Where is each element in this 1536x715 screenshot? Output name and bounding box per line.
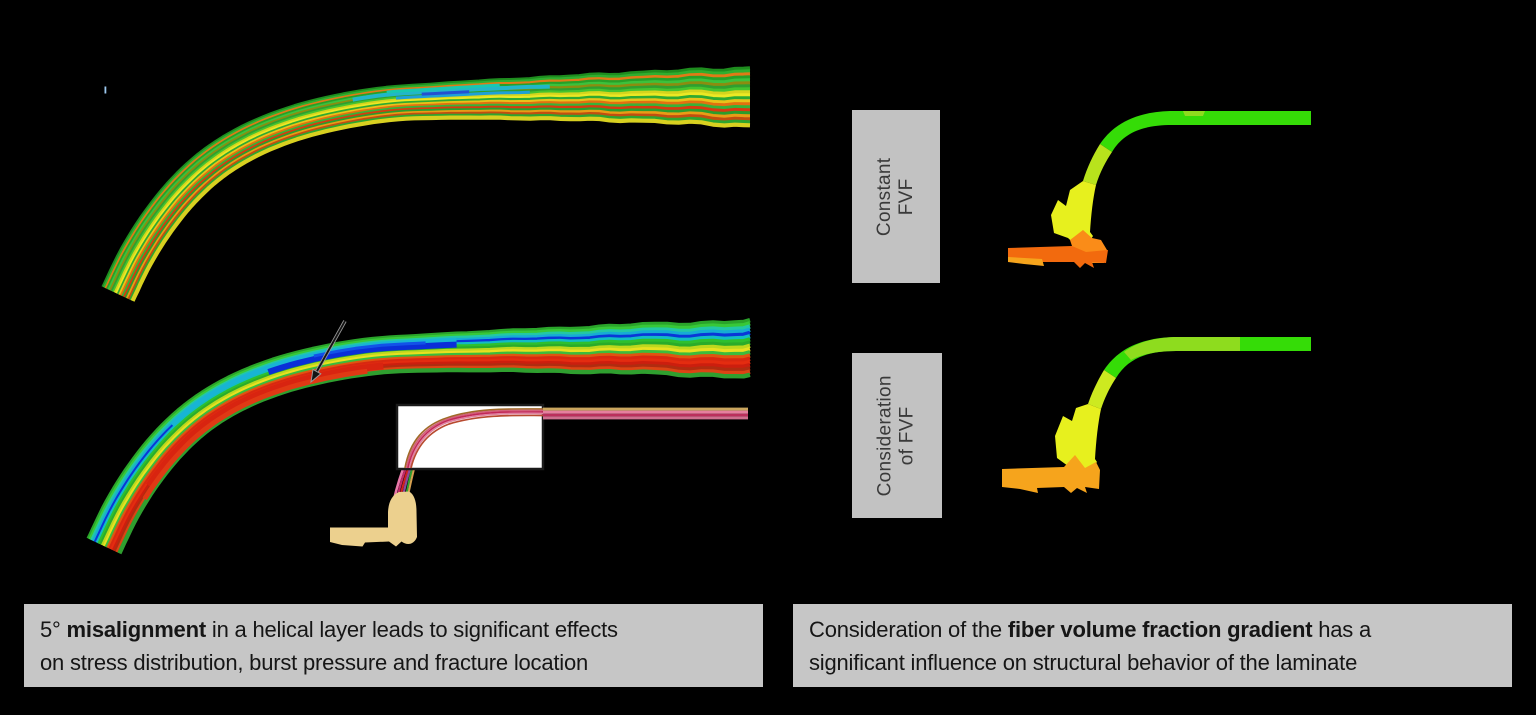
caption-text: on stress distribution, burst pressure a… <box>40 650 589 675</box>
boss-band-amber <box>1002 455 1100 493</box>
laminate-stripe <box>122 105 751 299</box>
caption-text-bold: misalignment <box>66 617 207 642</box>
liner-band-stripe <box>543 416 748 420</box>
laminate-stripe <box>267 341 457 375</box>
liner-boss <box>330 491 417 547</box>
liner-band-stripe <box>543 410 748 414</box>
caption-text: in a helical layer leads to significant … <box>205 617 618 642</box>
green-light-patch <box>1124 337 1240 360</box>
inset-curve <box>407 411 544 469</box>
caption-text: Consideration of the <box>809 617 1008 642</box>
green-light-patch <box>1183 111 1205 116</box>
laminate-stripe <box>146 362 384 488</box>
inset-curve <box>404 408 544 469</box>
cylinder-band-green <box>1100 111 1311 152</box>
laminate-stripe <box>117 367 751 555</box>
dome-segment-yellow-green <box>1088 370 1116 409</box>
caption-misalignment: 5° misalignment in a helical layer leads… <box>24 604 763 687</box>
dome-segment-yellow-green <box>1083 144 1112 185</box>
laminate-stress-plot-bottom <box>86 317 751 555</box>
caption-line: Consideration of the fiber volume fracti… <box>809 613 1512 646</box>
misalignment-arrow <box>310 320 347 384</box>
inset-curve <box>405 409 544 469</box>
laminate-stripe <box>115 92 751 295</box>
laminate-stripe <box>142 368 368 501</box>
caption-line: significant influence on structural beha… <box>809 646 1512 679</box>
fracture-inset <box>330 403 748 547</box>
laminate-stripe <box>130 115 751 302</box>
liner-band-stripe <box>543 407 748 411</box>
laminate-stripe <box>313 341 426 358</box>
consideration-fvf-figure <box>1002 337 1311 493</box>
laminate-stripe <box>116 94 751 296</box>
arrow-shaft <box>315 320 346 373</box>
laminate-stripe <box>421 90 470 96</box>
arrow-head <box>310 368 322 384</box>
caption-text: 5° <box>40 617 67 642</box>
caption-text-bold: fiber volume fraction gradient <box>1007 617 1313 642</box>
laminate-stripe <box>121 102 750 298</box>
dome-segment-yellow <box>1055 404 1101 478</box>
inset-curve <box>408 412 544 469</box>
label-consideration-fvf-text: Consideration of FVF <box>875 374 919 497</box>
caption-line: on stress distribution, burst pressure a… <box>40 646 763 679</box>
laminate-stripe <box>118 97 750 296</box>
label-consideration-fvf: Consideration of FVF <box>852 353 942 518</box>
constant-fvf-figure <box>1008 111 1311 268</box>
caption-text: has a <box>1312 617 1372 642</box>
inset-curve <box>410 414 544 469</box>
inset-curve-bundle <box>404 408 544 469</box>
blue-tick-artifact <box>104 86 107 94</box>
liner-band-stripe <box>543 413 748 417</box>
boss-band-amber-strip <box>1008 257 1044 266</box>
caption-line: 5° misalignment in a helical layer leads… <box>40 613 763 646</box>
laminate-stripe <box>395 90 530 100</box>
label-constant-fvf: Constant FVF <box>852 110 940 283</box>
label-constant-fvf-text: Constant FVF <box>874 157 917 236</box>
caption-text: significant influence on structural beha… <box>809 650 1358 675</box>
laminate-stripe <box>119 100 750 297</box>
laminate-stress-plot-top <box>101 66 751 302</box>
boss-band-orange-dark <box>1008 246 1108 268</box>
caption-fvf-gradient: Consideration of the fiber volume fracti… <box>793 604 1512 687</box>
laminate-stripe <box>352 84 550 102</box>
laminate-stripe <box>386 83 500 94</box>
liner-band <box>543 407 748 420</box>
